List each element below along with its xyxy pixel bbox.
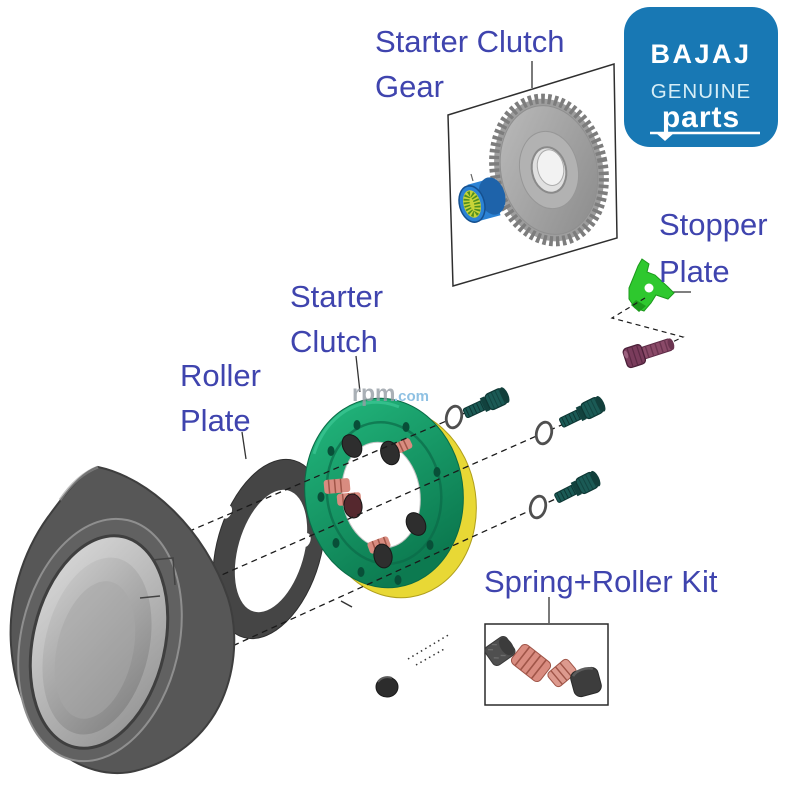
svg-text:Spring+Roller Kit: Spring+Roller Kit <box>484 564 718 599</box>
stopper-plate-illustration <box>610 258 691 348</box>
badge-arrow-icon <box>656 133 674 141</box>
badge-genuine-text: GENUINE <box>651 80 751 103</box>
starter-clutch-label: Starter Clutch <box>290 279 383 359</box>
stopper-plate-label: Stopper Plate <box>659 207 768 289</box>
badge-background <box>624 7 778 147</box>
svg-text:.com: .com <box>394 388 429 405</box>
svg-text:Stopper: Stopper <box>659 207 768 242</box>
spring-roller-kit-box <box>484 597 609 706</box>
svg-text:rpm: rpm <box>352 380 395 406</box>
stopper-dashed-line <box>610 297 685 348</box>
leader-line <box>241 431 247 460</box>
svg-text:Starter: Starter <box>290 279 383 314</box>
assembly-dashed-line <box>149 397 501 549</box>
svg-text:Roller: Roller <box>180 358 261 393</box>
bajaj-genuine-parts-badge: BAJAJ GENUINE parts <box>624 7 778 147</box>
roller-plate-illustration <box>212 431 326 640</box>
needle-bearing-illustration <box>458 177 506 223</box>
kit-roller-left <box>484 635 516 667</box>
flywheel-illustration <box>9 465 236 775</box>
assembly-dashed-line <box>164 407 601 601</box>
badge-brand-text: BAJAJ <box>650 39 751 69</box>
svg-text:Plate: Plate <box>659 254 730 289</box>
leader-line <box>355 355 361 393</box>
clutch-rollers <box>341 434 427 569</box>
watermark: rpm .com <box>352 380 429 406</box>
starter-clutch-illustration <box>304 355 477 599</box>
kit-spring-large <box>510 643 552 683</box>
kit-roller-right <box>570 666 602 698</box>
starter-clutch-gear-label: Starter Clutch Gear <box>375 24 565 104</box>
svg-text:Plate: Plate <box>180 403 251 438</box>
svg-text:Clutch: Clutch <box>290 324 378 359</box>
clutch-ring-holes <box>317 420 441 585</box>
small-dotted-marks <box>340 600 451 666</box>
assembly-dashed-lines <box>149 397 601 664</box>
loose-roller-illustration <box>375 676 399 698</box>
badge-parts-text: parts <box>662 101 740 134</box>
roller-plate-label: Roller Plate <box>180 358 261 438</box>
svg-text:Starter Clutch: Starter Clutch <box>375 24 565 59</box>
bolt-illustration <box>460 385 609 507</box>
kit-spring-small <box>547 658 577 688</box>
stopper-bolt-illustration <box>622 338 675 369</box>
spring-roller-kit-label: Spring+Roller Kit <box>484 564 718 599</box>
starter-clutch-gear-illustration <box>458 93 609 247</box>
svg-text:Gear: Gear <box>375 69 444 104</box>
